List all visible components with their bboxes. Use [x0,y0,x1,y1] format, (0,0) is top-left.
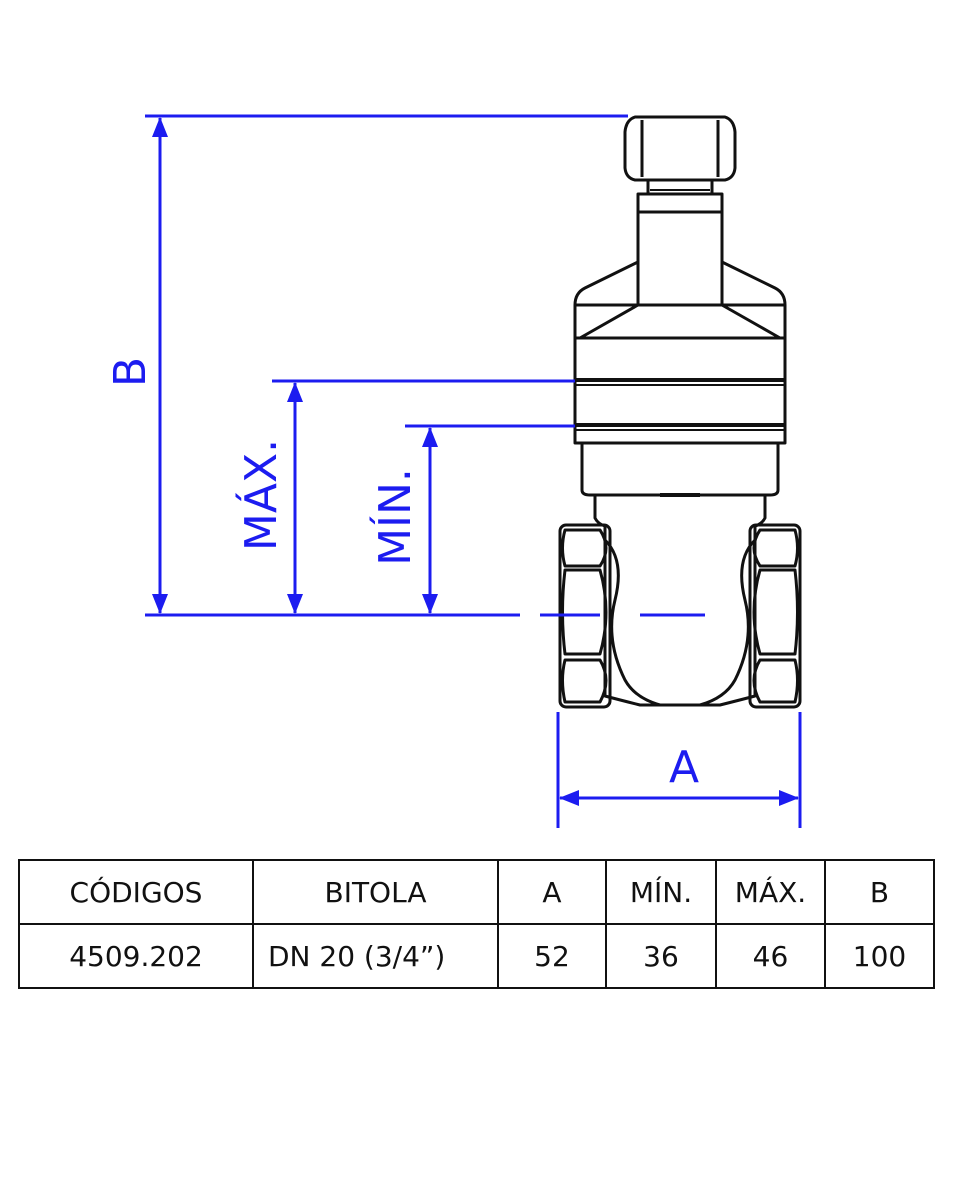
left-hex-face [561,528,608,568]
valve-outline [558,115,802,709]
stem-neck [646,178,714,196]
cell-a: 52 [497,923,607,989]
stem [636,192,724,214]
header-a: A [497,859,607,925]
dim-label-max: MÁX. [234,439,287,551]
header-codigos: CÓDIGOS [18,859,254,925]
handle-nut [623,115,737,182]
bonnet-chamfer [721,303,781,340]
header-b: B [824,859,935,925]
cell-min: 36 [605,923,717,989]
dim-label-a: A [669,742,699,793]
bonnet-chamfer [579,303,639,340]
cell-bitola: DN 20 (3/4”) [252,923,499,989]
left-hex-face [561,658,608,704]
valve-technical-drawing: B MÁX. MÍN. A [105,114,802,828]
valve-neck [580,443,780,497]
right-hex-face [752,658,799,704]
header-bitola: BITOLA [252,859,499,925]
right-hex-end [748,523,802,709]
dim-label-min: MÍN. [368,468,421,566]
cell-codigo: 4509.202 [18,923,254,989]
table-row: 4509.202 DN 20 (3/4”) 52 36 46 100 [18,923,935,989]
right-hex-face [752,528,799,568]
spec-table: CÓDIGOS BITOLA A MÍN. MÁX. B 4509.202 DN… [18,859,935,989]
stem-body [636,210,724,307]
body-curve [699,538,757,707]
dim-label-b: B [105,357,156,387]
right-hex-face [752,568,799,656]
header-max: MÁX. [715,859,826,925]
packing-nut [573,336,787,445]
cell-max: 46 [715,923,826,989]
dimension-lines [145,114,802,828]
bonnet-shoulder [573,260,787,340]
body-curve [603,538,661,707]
left-hex-face [561,568,608,656]
header-min: MÍN. [605,859,717,925]
cell-b: 100 [824,923,935,989]
table-header-row: CÓDIGOS BITOLA A MÍN. MÁX. B [18,859,935,925]
